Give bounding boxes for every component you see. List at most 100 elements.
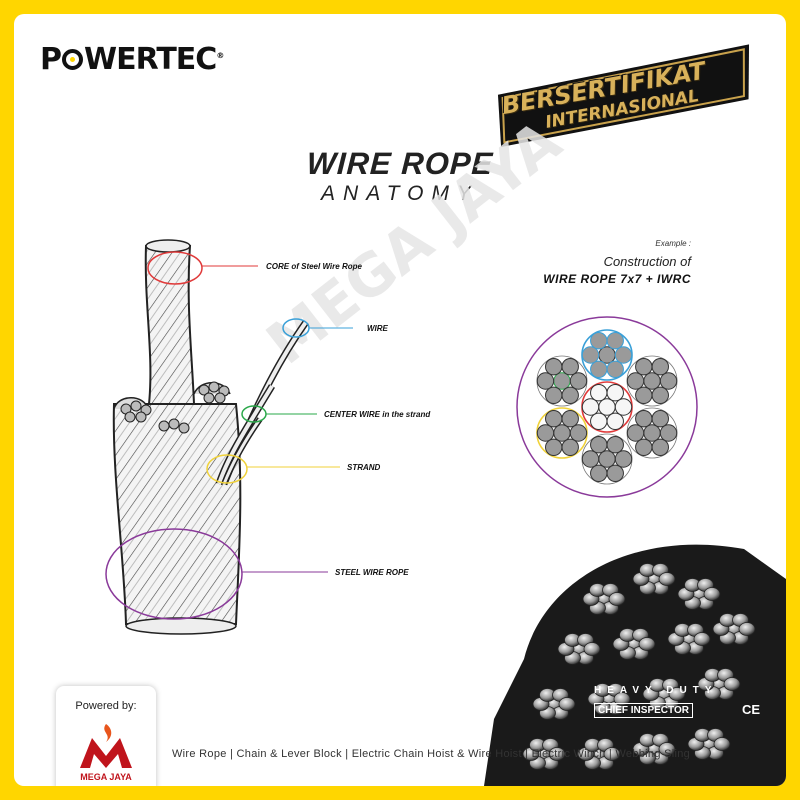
content-card: P WERTEC® BERSERTIFIKAT INTERNASIONAL WIR… bbox=[14, 14, 786, 786]
wire-marker bbox=[282, 318, 353, 338]
label-wire: WIRE bbox=[367, 324, 388, 333]
page-subtitle: ANATOMY bbox=[321, 182, 479, 205]
wire-rope-diagram bbox=[105, 239, 353, 635]
wire bbox=[545, 386, 563, 404]
photo-wire-end bbox=[693, 632, 711, 646]
wire bbox=[635, 386, 653, 404]
wire bbox=[569, 372, 588, 390]
wire bbox=[536, 424, 555, 442]
wire bbox=[659, 424, 678, 442]
mega-jaya-logo-icon bbox=[80, 724, 132, 768]
wire bbox=[581, 398, 600, 416]
photo-wire-end bbox=[738, 622, 756, 636]
registered-mark: ® bbox=[216, 51, 224, 60]
photo-wire-end bbox=[638, 637, 656, 651]
photo-wire-end bbox=[603, 747, 621, 761]
photo-wire-end bbox=[548, 747, 566, 761]
strand-group bbox=[536, 329, 678, 485]
wire bbox=[561, 358, 579, 376]
wire bbox=[659, 372, 678, 390]
wire bbox=[606, 412, 624, 430]
powered-by-company: MEGA JAYA bbox=[80, 772, 132, 782]
wire bbox=[651, 438, 669, 456]
wire bbox=[545, 438, 563, 456]
wire bbox=[590, 360, 608, 378]
wire bbox=[561, 386, 579, 404]
wire bbox=[635, 438, 653, 456]
wire bbox=[545, 358, 563, 376]
photo-wire-end bbox=[723, 677, 741, 691]
center-wire bbox=[598, 450, 616, 468]
photo-wire-end bbox=[668, 687, 686, 701]
wire bbox=[606, 464, 624, 482]
example-caption: Example : bbox=[655, 239, 691, 248]
ce-mark: CE bbox=[742, 702, 761, 717]
wire bbox=[606, 436, 624, 454]
logo-letter-p: P bbox=[40, 42, 62, 77]
certification-badge: BERSERTIFIKAT INTERNASIONAL bbox=[491, 41, 768, 149]
center-wire-marker bbox=[241, 405, 317, 423]
wire bbox=[651, 358, 669, 376]
photo-wire-end bbox=[713, 737, 731, 751]
cross-section-diagram bbox=[516, 316, 698, 498]
wire bbox=[590, 332, 608, 350]
label-center-wire: CENTER WIRE in the strand bbox=[324, 410, 431, 419]
wire bbox=[606, 332, 624, 350]
center-wire bbox=[553, 372, 571, 390]
wire bbox=[614, 398, 633, 416]
example-line-1: Construction of bbox=[603, 254, 691, 269]
powered-by-label: Powered by: bbox=[75, 700, 137, 712]
center-wire bbox=[598, 346, 616, 364]
label-strand: STRAND bbox=[347, 463, 381, 472]
photo-wire-end bbox=[583, 642, 601, 656]
label-core: CORE of Steel Wire Rope bbox=[266, 262, 362, 271]
rope-closeup-photo bbox=[484, 544, 786, 786]
photo-wire-end bbox=[608, 592, 626, 606]
center-wire bbox=[643, 372, 661, 390]
wire bbox=[590, 384, 608, 402]
badge-background-icon bbox=[497, 44, 750, 148]
wire bbox=[581, 346, 600, 364]
wire bbox=[614, 450, 633, 468]
powered-by-card: Powered by: MEGA JAYA bbox=[56, 686, 156, 786]
wire bbox=[561, 410, 579, 428]
label-steel-wire-rope: STEEL WIRE ROPE bbox=[335, 568, 409, 577]
core-marker bbox=[147, 251, 258, 285]
wire bbox=[581, 450, 600, 468]
product-categories-footer: Wire Rope | Chain & Lever Block | Electr… bbox=[172, 748, 691, 760]
wire bbox=[626, 372, 645, 390]
heavy-duty-stamp: HEAVY DUTY bbox=[594, 685, 718, 696]
photo-wire-end bbox=[558, 697, 576, 711]
wire bbox=[545, 410, 563, 428]
photo-wire-end bbox=[658, 742, 676, 756]
photo-wire-end bbox=[703, 587, 721, 601]
wire bbox=[590, 464, 608, 482]
wire bbox=[606, 384, 624, 402]
wire bbox=[651, 410, 669, 428]
wire bbox=[536, 372, 555, 390]
wire bbox=[569, 424, 588, 442]
logo-o-icon bbox=[62, 49, 83, 70]
photo-wires bbox=[522, 563, 756, 770]
wire bbox=[635, 410, 653, 428]
photo-wire-end bbox=[613, 692, 631, 706]
wire bbox=[614, 346, 633, 364]
center-wire bbox=[598, 398, 616, 416]
wire bbox=[561, 438, 579, 456]
strand-marker bbox=[206, 454, 340, 484]
center-wire bbox=[643, 424, 661, 442]
wire bbox=[590, 412, 608, 430]
chief-inspector-stamp: CHIEF INSPECTOR bbox=[594, 703, 693, 718]
powertec-logo: P WERTEC® bbox=[40, 42, 224, 77]
wire bbox=[590, 436, 608, 454]
photo-wire-end bbox=[658, 572, 676, 586]
center-wire bbox=[553, 424, 571, 442]
wire bbox=[606, 360, 624, 378]
steel-wire-rope-marker bbox=[105, 528, 328, 620]
example-line-2: WIRE ROPE 7x7 + IWRC bbox=[543, 272, 691, 286]
logo-letters-rest: WERTEC bbox=[84, 42, 217, 77]
wire bbox=[635, 358, 653, 376]
rope-illustration bbox=[112, 239, 309, 635]
wire bbox=[651, 386, 669, 404]
